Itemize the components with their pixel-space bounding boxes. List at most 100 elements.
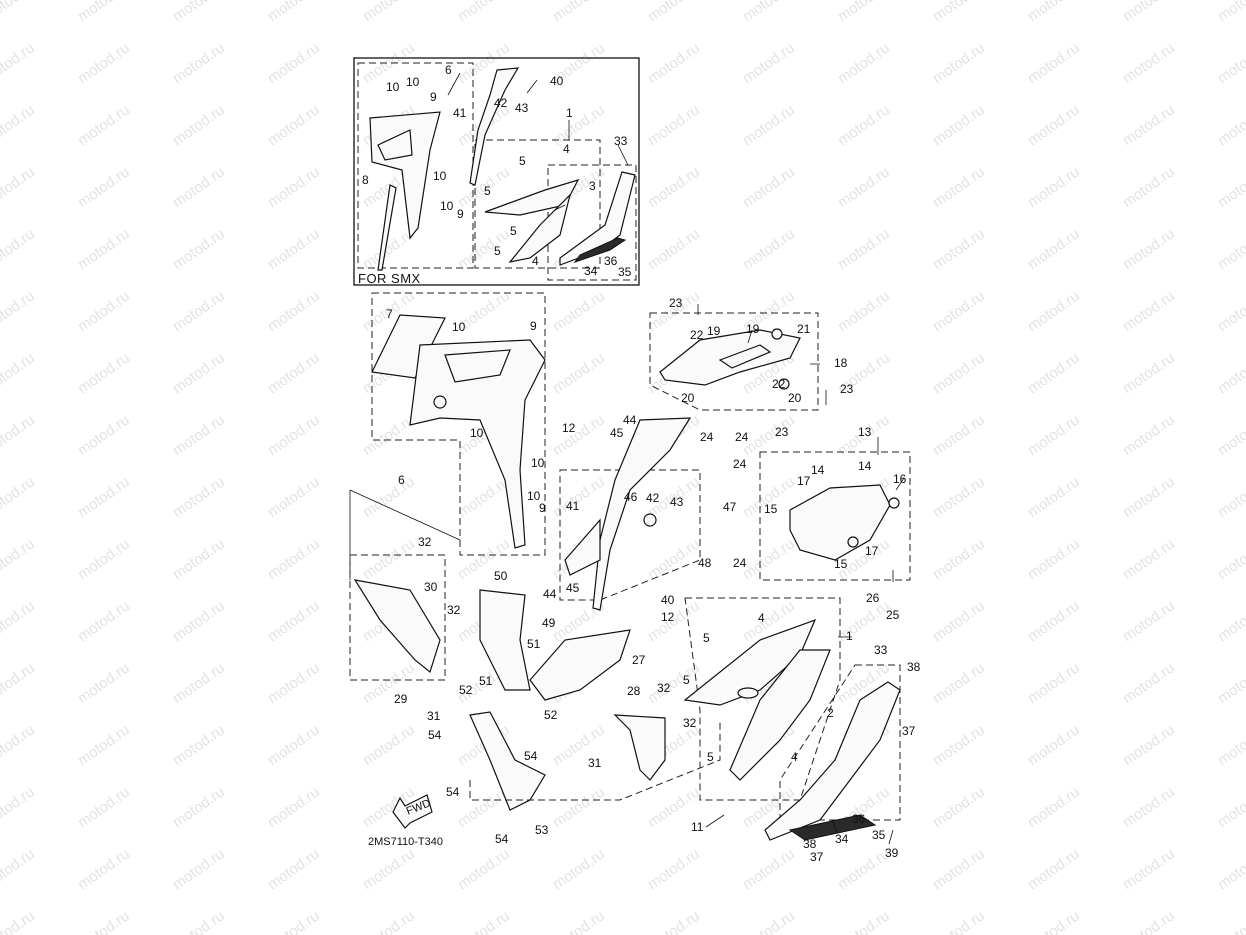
callout-41: 41: [566, 499, 580, 513]
callout-34: 34: [835, 832, 849, 846]
windscreen-panel-drawing: [371, 314, 446, 379]
callout-23: 23: [775, 425, 789, 439]
smx-side-cover-drawing: [484, 179, 580, 216]
callout-22: 22: [772, 377, 786, 391]
callout-5: 5: [703, 631, 710, 645]
under-cowl-group: [764, 664, 901, 841]
callout-42: 42: [646, 491, 660, 505]
callout-1: 1: [566, 106, 573, 120]
callout-30: 30: [424, 580, 438, 594]
air-duct-drawing: [789, 484, 891, 561]
callout-36: 36: [604, 254, 618, 268]
callout-32: 32: [418, 535, 432, 549]
callout-27: 27: [632, 653, 646, 667]
callout-51: 51: [527, 637, 541, 651]
callout-45: 45: [610, 426, 624, 440]
leader-lines: [447, 72, 905, 845]
callout-12: 12: [562, 421, 576, 435]
callout-22: 22: [690, 328, 704, 342]
callout-54: 54: [428, 728, 442, 742]
callout-19: 19: [746, 322, 760, 336]
callout-50: 50: [494, 569, 508, 583]
under-bracket-drawing: [479, 589, 531, 691]
callout-33: 33: [874, 643, 888, 657]
callout-39: 39: [885, 846, 899, 860]
callout-35: 35: [618, 265, 632, 279]
callout-15: 15: [834, 557, 848, 571]
callout-32: 32: [683, 716, 697, 730]
callout-13: 13: [858, 425, 872, 439]
callout-23: 23: [840, 382, 854, 396]
callout-54: 54: [495, 832, 509, 846]
smx-inner-panel-drawing: [469, 67, 520, 186]
callout-14: 14: [811, 463, 825, 477]
callout-10: 10: [527, 489, 541, 503]
callout-10: 10: [433, 169, 447, 183]
callout-4: 4: [563, 142, 570, 156]
lower-cover-drawing: [469, 711, 546, 811]
for-smx-label: FOR SMX: [358, 271, 421, 286]
callout-6: 6: [398, 473, 405, 487]
callouts: 6 10 10 9 41 40 42 43 1 33 4 5 10 8 3 5 …: [362, 63, 921, 864]
callout-37: 37: [902, 724, 916, 738]
callout-17: 17: [865, 544, 879, 558]
callout-19: 19: [707, 324, 721, 338]
side-cowl-drawing: [409, 339, 546, 549]
callout-37: 37: [810, 850, 824, 864]
callout-31: 31: [427, 709, 441, 723]
duct-cover-drawing: [529, 629, 631, 701]
bracket-panel-drawing: [613, 714, 666, 781]
callout-2: 2: [827, 706, 834, 720]
callout-7: 7: [386, 307, 393, 321]
callout-10: 10: [470, 426, 484, 440]
callout-9: 9: [539, 501, 546, 515]
callout-45: 45: [566, 581, 580, 595]
callout-11: 11: [691, 820, 704, 834]
callout-9: 9: [457, 207, 464, 221]
callout-26: 26: [866, 591, 880, 605]
callout-6: 6: [445, 63, 452, 77]
bracket-18-group: [649, 312, 819, 411]
lower-side-panel-drawing: [353, 579, 441, 674]
callout-21: 21: [797, 322, 811, 336]
callout-51: 51: [479, 674, 493, 688]
smx-side-cowl-drawing: [369, 111, 441, 240]
callout-25: 25: [886, 608, 900, 622]
callout-15: 15: [764, 502, 778, 516]
callout-54: 54: [524, 749, 538, 763]
callout-8: 8: [362, 173, 369, 187]
callout-18: 18: [834, 356, 848, 370]
callout-32: 32: [447, 603, 461, 617]
callout-10: 10: [406, 75, 420, 89]
callout-4: 4: [758, 611, 765, 625]
diagram-code: 2MS7110-T340: [368, 836, 443, 848]
callout-48: 48: [698, 556, 712, 570]
callout-38: 38: [907, 660, 921, 674]
callout-33: 33: [614, 134, 628, 148]
callout-28: 28: [627, 684, 641, 698]
callout-24: 24: [733, 457, 747, 471]
callout-29: 29: [394, 692, 408, 706]
callout-52: 52: [544, 708, 558, 722]
callout-5: 5: [707, 750, 714, 764]
callout-40: 40: [661, 593, 675, 607]
callout-31: 31: [588, 756, 602, 770]
callout-9: 9: [430, 90, 437, 104]
callout-53: 53: [535, 823, 549, 837]
callout-36: 36: [852, 812, 866, 826]
callout-43: 43: [515, 101, 529, 115]
callout-47: 47: [723, 500, 737, 514]
callout-32: 32: [657, 681, 671, 695]
callout-42: 42: [494, 96, 508, 110]
smx-inset: FOR SMX: [353, 57, 640, 286]
callout-20: 20: [681, 391, 695, 405]
callout-1: 1: [846, 629, 853, 643]
callout-5: 5: [683, 673, 690, 687]
callout-44: 44: [623, 413, 637, 427]
callout-41: 41: [453, 106, 467, 120]
callout-16: 16: [893, 472, 907, 486]
callout-24: 24: [733, 556, 747, 570]
front-side-cowl-group: [349, 292, 546, 580]
callout-38: 38: [803, 837, 817, 851]
